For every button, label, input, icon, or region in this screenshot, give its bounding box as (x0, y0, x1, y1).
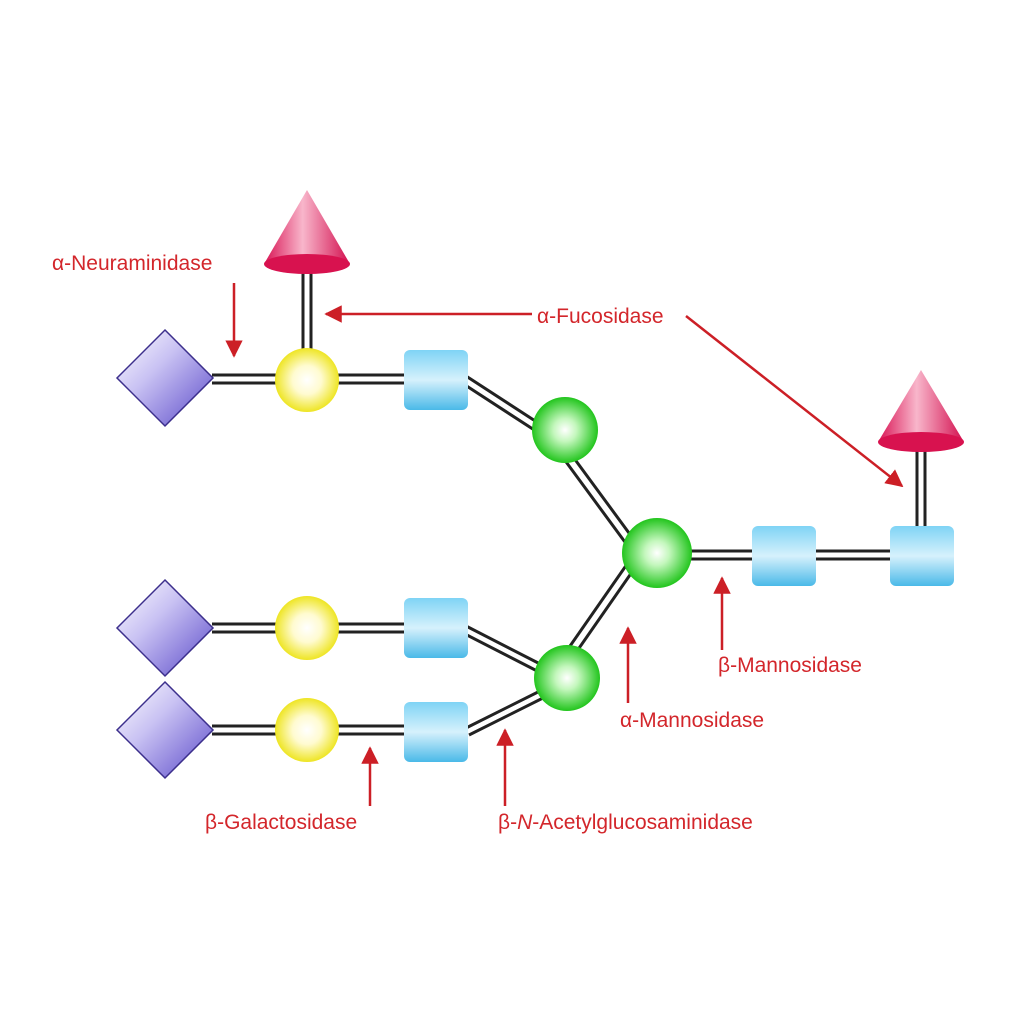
label-galactosidase: β-Galactosidase (205, 811, 357, 834)
label-acetyl-suffix: -Acetylglucosaminidase (532, 811, 753, 834)
sialic-acid-middle (115, 578, 215, 678)
glcnac-top (404, 350, 468, 410)
mannose-top (532, 397, 598, 463)
glcnac-bottom (404, 702, 468, 762)
galactose-middle (275, 596, 339, 660)
sialic-acid-top (115, 328, 215, 428)
label-neuraminidase: α-Neuraminidase (52, 252, 212, 275)
fucose-right (878, 370, 964, 452)
glcnac-core-2 (890, 526, 954, 586)
label-acetyl-italic: N (517, 811, 533, 834)
galactose-top (275, 348, 339, 412)
label-acetylglucosaminidase: β-N-Acetylglucosaminidase (498, 811, 753, 834)
label-acetyl-prefix: β- (498, 811, 517, 834)
label-beta-mannosidase: β-Mannosidase (718, 654, 862, 677)
enzyme-arrows (225, 283, 904, 806)
arrow-fucosidase-right (685, 315, 904, 488)
label-alpha-mannosidase: α-Mannosidase (620, 709, 764, 732)
glcnac-core-1 (752, 526, 816, 586)
label-fucosidase: α-Fucosidase (537, 305, 664, 328)
mannose-core (622, 518, 692, 588)
mannose-bottom (534, 645, 600, 711)
sialic-acid-bottom (115, 680, 215, 780)
fucose-top (264, 190, 350, 274)
glcnac-middle (404, 598, 468, 658)
galactose-bottom (275, 698, 339, 762)
